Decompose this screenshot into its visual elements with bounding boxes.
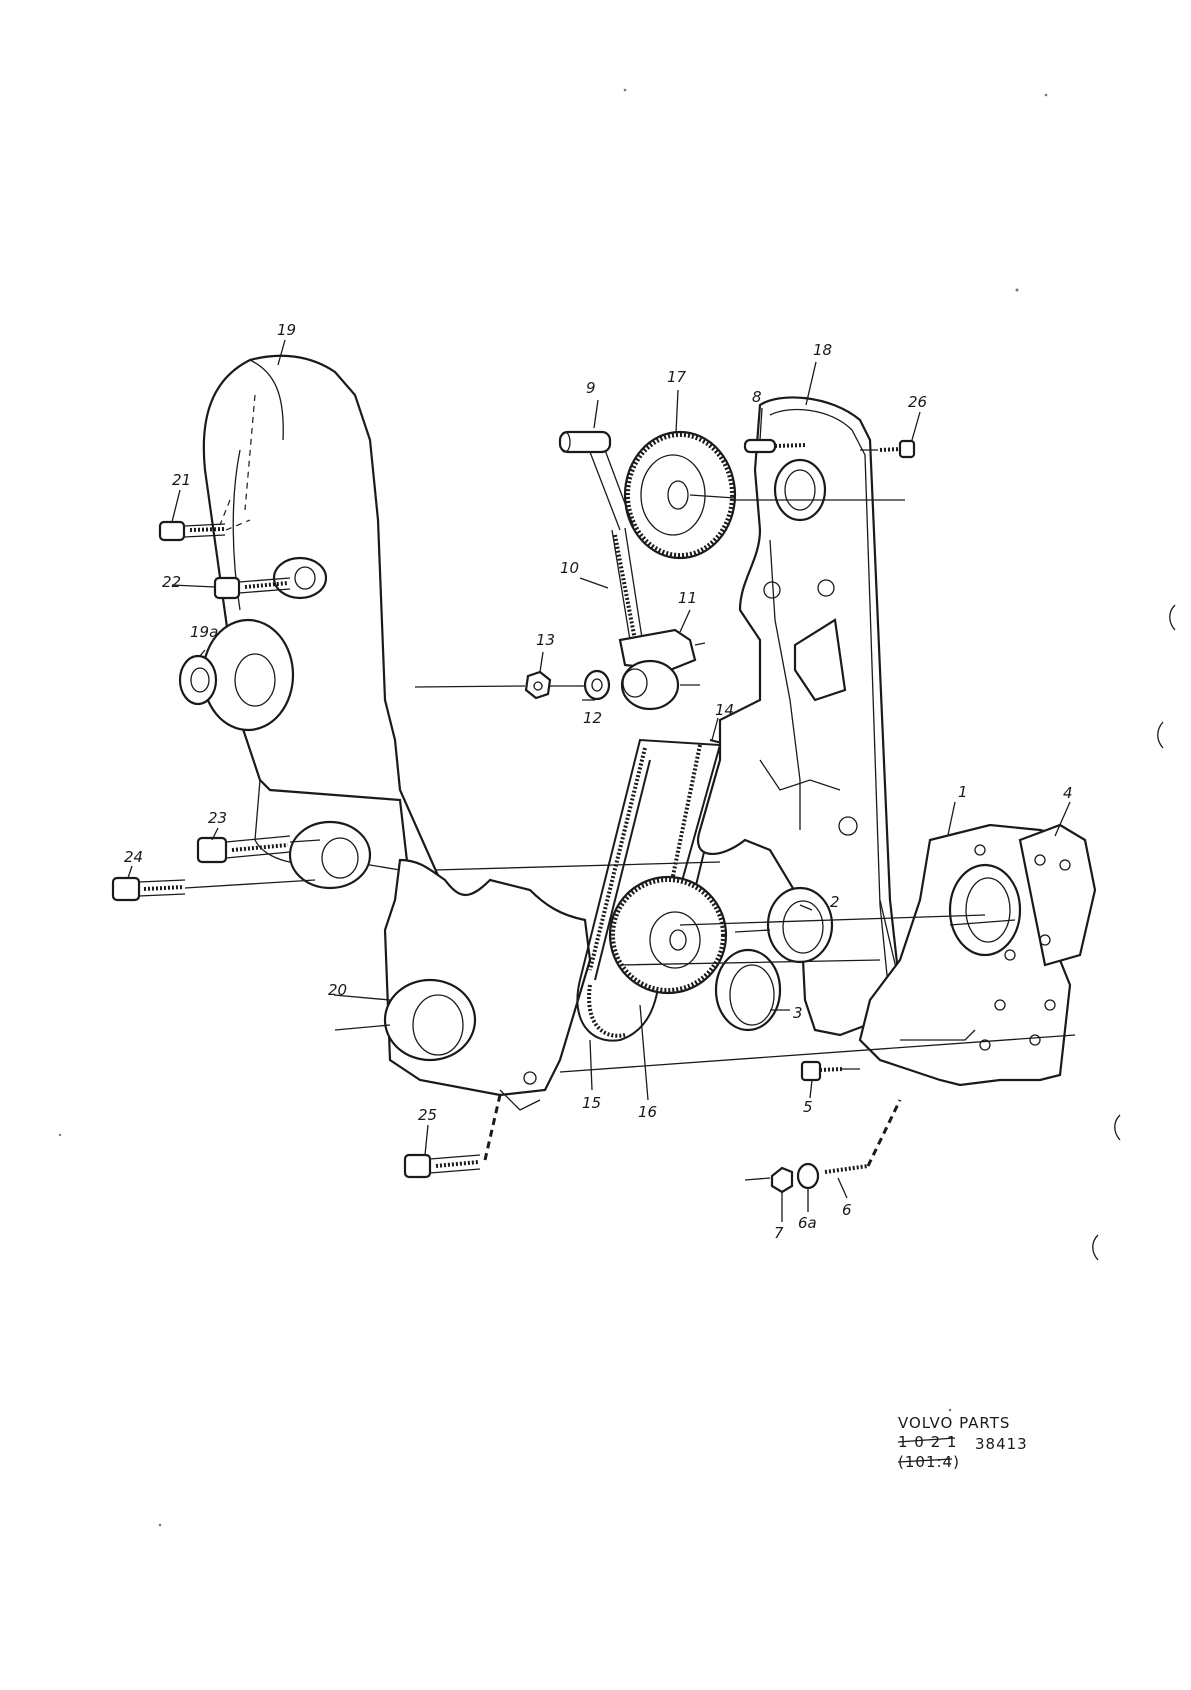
- scan-specks: [58, 88, 1048, 1527]
- nut-7: [744, 1166, 794, 1194]
- callout-4: 4: [1063, 784, 1073, 802]
- callout-13: 13: [536, 631, 555, 649]
- cam-pulley-17: [623, 430, 737, 560]
- strike-line: [897, 1437, 956, 1443]
- callout-19a: 19a: [190, 623, 218, 641]
- callout-6a: 6a: [798, 1214, 817, 1232]
- leader-line: [334, 1024, 391, 1031]
- callout-12: 12: [583, 709, 602, 727]
- bolt-21: [158, 519, 251, 542]
- crank-pulley-16: [608, 875, 728, 995]
- callout-16: 16: [638, 1103, 657, 1121]
- nut-13: [524, 670, 552, 700]
- oil-seal-2: [766, 886, 834, 964]
- washer-12: [583, 669, 611, 701]
- screw-26: [860, 439, 916, 459]
- callout-leaders: [127, 339, 1071, 1222]
- tensioner-pin-9: [558, 430, 634, 531]
- callout-7: 7: [774, 1224, 784, 1242]
- scan-mark: [1157, 721, 1164, 749]
- callout-14: 14: [715, 701, 734, 719]
- stud-6: [824, 1099, 902, 1174]
- leader-line: [414, 685, 585, 688]
- bolt-22: [213, 576, 291, 600]
- callout-10: 10: [560, 559, 579, 577]
- callout-11: 11: [678, 589, 697, 607]
- assembly-lines: [434, 861, 1076, 1073]
- parts-footer: VOLVO PARTS 1 0 2 1 38413 (101:4): [897, 1414, 1028, 1471]
- footer-part-number: 38413: [975, 1435, 1028, 1453]
- callout-20: 20: [328, 981, 347, 999]
- scan-mark: [1169, 604, 1176, 631]
- callout-23: 23: [208, 809, 227, 827]
- callout-3: 3: [793, 1004, 803, 1022]
- tensioner-11: [618, 628, 706, 711]
- callout-6: 6: [842, 1201, 852, 1219]
- tensioner-spring-10: [611, 527, 643, 641]
- seal-ring-19a: [178, 654, 218, 706]
- callout-labels: 1 2 3 4 5 6 6a 7 8 9 10 11 12 13 14 15 1…: [124, 321, 1073, 1242]
- oil-pump-housing: [858, 823, 1097, 1087]
- bolt-5: [800, 1060, 860, 1082]
- callout-2: 2: [830, 893, 840, 911]
- callout-5: 5: [803, 1098, 813, 1116]
- bolt-23: [196, 835, 321, 864]
- leader-line: [734, 929, 771, 933]
- ring-3: [714, 948, 782, 1032]
- footer-ref-struck: (101:4): [898, 1453, 960, 1471]
- callout-17: 17: [667, 368, 687, 386]
- callout-22: 22: [162, 573, 181, 591]
- scan-mark: [1114, 1114, 1121, 1141]
- callout-1: 1: [958, 783, 968, 801]
- bolt-25: [403, 1094, 502, 1179]
- callout-18: 18: [813, 341, 832, 359]
- callout-26: 26: [908, 393, 927, 411]
- callout-8: 8: [752, 388, 762, 406]
- strike-line: [897, 1458, 953, 1463]
- scan-mark: [1092, 1234, 1099, 1261]
- callout-9: 9: [586, 379, 596, 397]
- upper-timing-cover: [201, 354, 442, 890]
- callout-21: 21: [172, 471, 191, 489]
- callout-19: 19: [277, 321, 296, 339]
- lower-timing-cover: [383, 858, 592, 1111]
- callout-24: 24: [124, 848, 143, 866]
- footer-brand: VOLVO PARTS: [898, 1414, 1010, 1432]
- footer-group-struck: 1 0 2 1: [898, 1433, 957, 1451]
- callout-25: 25: [418, 1106, 437, 1124]
- washer-6a: [796, 1162, 820, 1190]
- timing-backplate-18: [697, 396, 905, 1037]
- bolt-24: [111, 876, 316, 902]
- callout-15: 15: [582, 1094, 601, 1112]
